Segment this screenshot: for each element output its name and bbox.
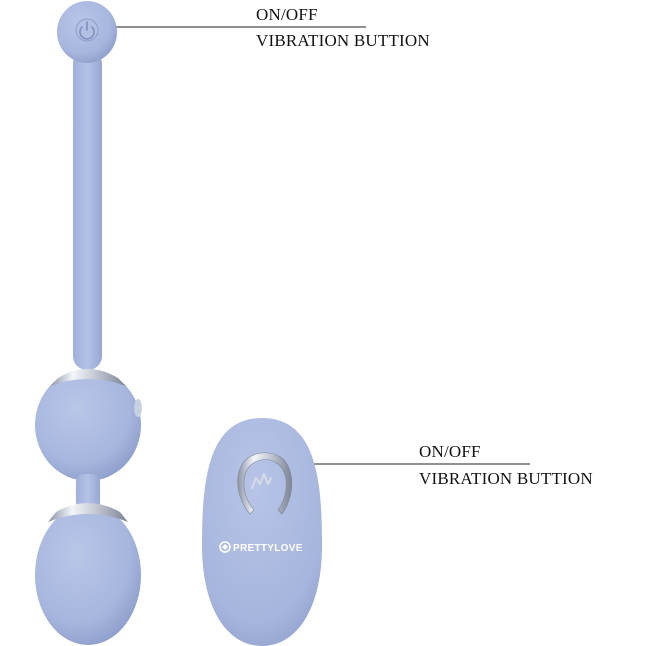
brand-logo: PRETTYLOVE bbox=[219, 541, 303, 554]
side-bump bbox=[134, 399, 142, 417]
logo-icon[interactable] bbox=[237, 452, 293, 515]
callout-top-line2: VIBRATION BUTTION bbox=[256, 31, 430, 50]
upper-ball bbox=[35, 369, 141, 481]
callout-remote-line2: VIBRATION BUTTION bbox=[419, 469, 593, 488]
upper-chrome-ring bbox=[50, 369, 126, 386]
lower-chrome-ring bbox=[48, 503, 128, 522]
tail-stem bbox=[73, 50, 102, 370]
power-icon[interactable] bbox=[75, 18, 99, 42]
ball-connector bbox=[76, 474, 100, 510]
remote-control bbox=[202, 418, 322, 646]
callout-remote-line1: ON/OFF bbox=[419, 442, 481, 461]
kegel-balls bbox=[35, 1, 142, 645]
callout-top-line1: ON/OFF bbox=[256, 5, 318, 24]
lower-ball bbox=[35, 505, 141, 645]
brand-text: PRETTYLOVE bbox=[233, 543, 303, 554]
